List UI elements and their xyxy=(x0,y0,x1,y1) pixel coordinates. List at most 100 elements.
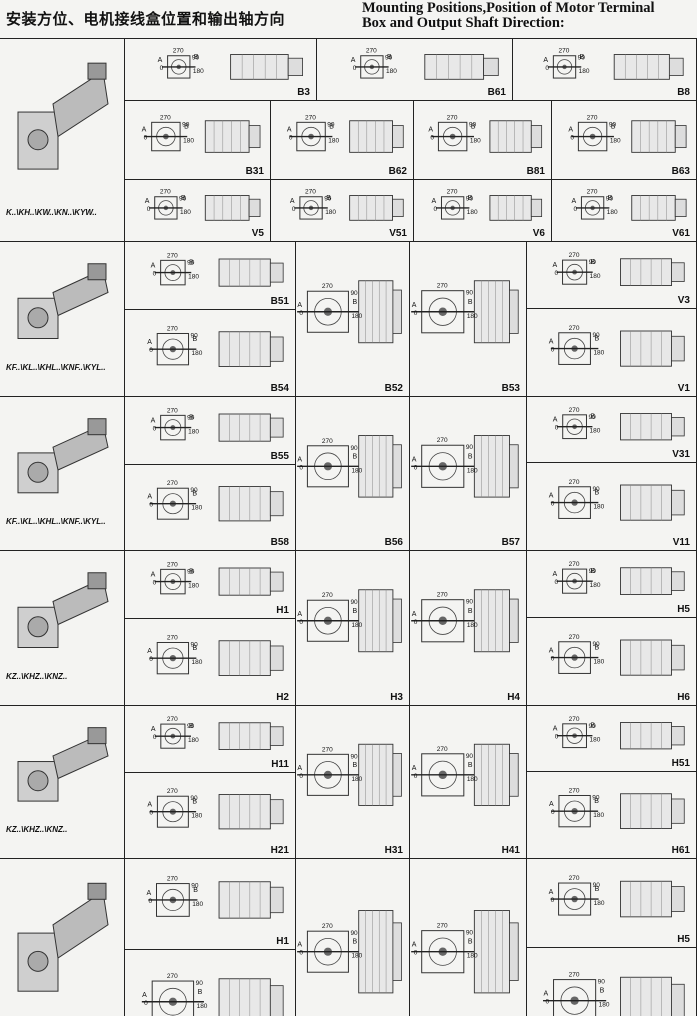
angle-label: 270 xyxy=(437,746,448,753)
angle-label: 270 xyxy=(437,592,448,599)
angle-label: 90 xyxy=(385,55,393,62)
angle-label: 180 xyxy=(593,504,604,511)
angle-label: 180 xyxy=(188,274,199,281)
angle-label: B xyxy=(471,124,476,131)
angle-label: 90 xyxy=(592,486,600,493)
angle-label: A xyxy=(412,942,417,949)
angle-label: 0 xyxy=(433,206,437,213)
angle-label: 0 xyxy=(153,580,157,587)
angle-label: 90 xyxy=(350,753,358,760)
angle-label: A xyxy=(549,801,554,808)
angle-label: A xyxy=(142,127,147,134)
angle-label: B xyxy=(326,195,331,202)
angle-label: 180 xyxy=(467,953,478,960)
angle-label: 0 xyxy=(160,65,164,72)
angle-label: A xyxy=(412,456,417,463)
angle-label: 0 xyxy=(551,809,555,816)
angle-label: 270 xyxy=(167,788,178,795)
angle-label: 270 xyxy=(167,407,178,414)
angle-label: 180 xyxy=(188,737,199,744)
angle-label: A xyxy=(147,339,152,346)
position-code: V61 xyxy=(672,228,690,239)
position-code: H1 xyxy=(276,936,289,947)
angle-label: 180 xyxy=(579,68,590,75)
angle-label: 90 xyxy=(466,290,474,297)
angle-label: 270 xyxy=(437,283,448,290)
angle-label: A xyxy=(287,127,292,134)
position-code: H51 xyxy=(671,758,690,769)
angle-label: B xyxy=(468,299,473,306)
angle-label: 0 xyxy=(414,773,418,780)
position-code: H6 xyxy=(677,692,690,703)
angle-label: A xyxy=(147,494,152,501)
angle-label: 180 xyxy=(386,68,397,75)
angle-label: A xyxy=(568,127,573,134)
angle-label: 0 xyxy=(573,206,577,213)
angle-label: 0 xyxy=(551,656,555,663)
angle-label: 180 xyxy=(197,1003,208,1010)
angle-label: A xyxy=(145,198,150,205)
angle-label: B xyxy=(352,939,357,946)
angle-label: B xyxy=(387,54,392,61)
angle-label: 180 xyxy=(191,813,202,820)
angle-label: 0 xyxy=(149,347,153,354)
position-code: V31 xyxy=(672,449,690,460)
angle-label: B xyxy=(591,259,596,266)
angle-label: B xyxy=(189,415,194,422)
reducer-motor-illustration xyxy=(17,882,109,992)
angle-label: 0 xyxy=(555,270,559,277)
angle-label: B xyxy=(192,799,197,806)
angle-label: B xyxy=(198,989,203,996)
angle-label: 90 xyxy=(187,414,195,421)
angle-label: B xyxy=(329,124,334,131)
angle-label: 270 xyxy=(167,252,178,259)
angle-label: 90 xyxy=(187,259,195,266)
reducer-motor-illustration xyxy=(17,62,109,170)
position-code: H41 xyxy=(501,845,520,856)
angle-label: 90 xyxy=(350,599,358,606)
title-english: Mounting Positions,Position of Motor Ter… xyxy=(362,0,655,31)
angle-label: 90 xyxy=(350,445,358,452)
angle-label: B xyxy=(590,723,595,730)
position-code: V3 xyxy=(677,295,690,306)
angle-label: B xyxy=(184,124,189,131)
angle-label: A xyxy=(297,765,302,772)
angle-label: A xyxy=(553,417,558,424)
angle-label: 0 xyxy=(149,898,153,905)
position-code: B58 xyxy=(270,537,289,548)
angle-label: 180 xyxy=(589,737,600,744)
model-panel: K..\KH..\KW..\KN..\KYW.. xyxy=(0,39,125,241)
position-code: H5 xyxy=(677,604,690,615)
angle-label: 0 xyxy=(353,65,357,72)
angle-label: B xyxy=(468,939,473,946)
angle-label: 270 xyxy=(366,48,377,55)
position-code: V5 xyxy=(251,228,264,239)
angle-label: 0 xyxy=(153,734,157,741)
model-panel: KF..\KL..\KHL..\KNF..\KYL.. xyxy=(0,397,125,550)
position-code: B63 xyxy=(671,166,690,177)
model-label: KZ..\KHZ..\KNZ.. xyxy=(6,825,68,834)
angle-label: 0 xyxy=(289,135,293,142)
angle-label: A xyxy=(151,418,156,425)
position-code: H5 xyxy=(677,934,690,945)
model-panel: KZ..\KHZ..\KNZ.. xyxy=(0,706,125,858)
angle-label: 270 xyxy=(569,972,580,979)
angle-label: 270 xyxy=(437,923,448,930)
angle-label: A xyxy=(549,493,554,500)
angle-label: 270 xyxy=(305,189,316,196)
